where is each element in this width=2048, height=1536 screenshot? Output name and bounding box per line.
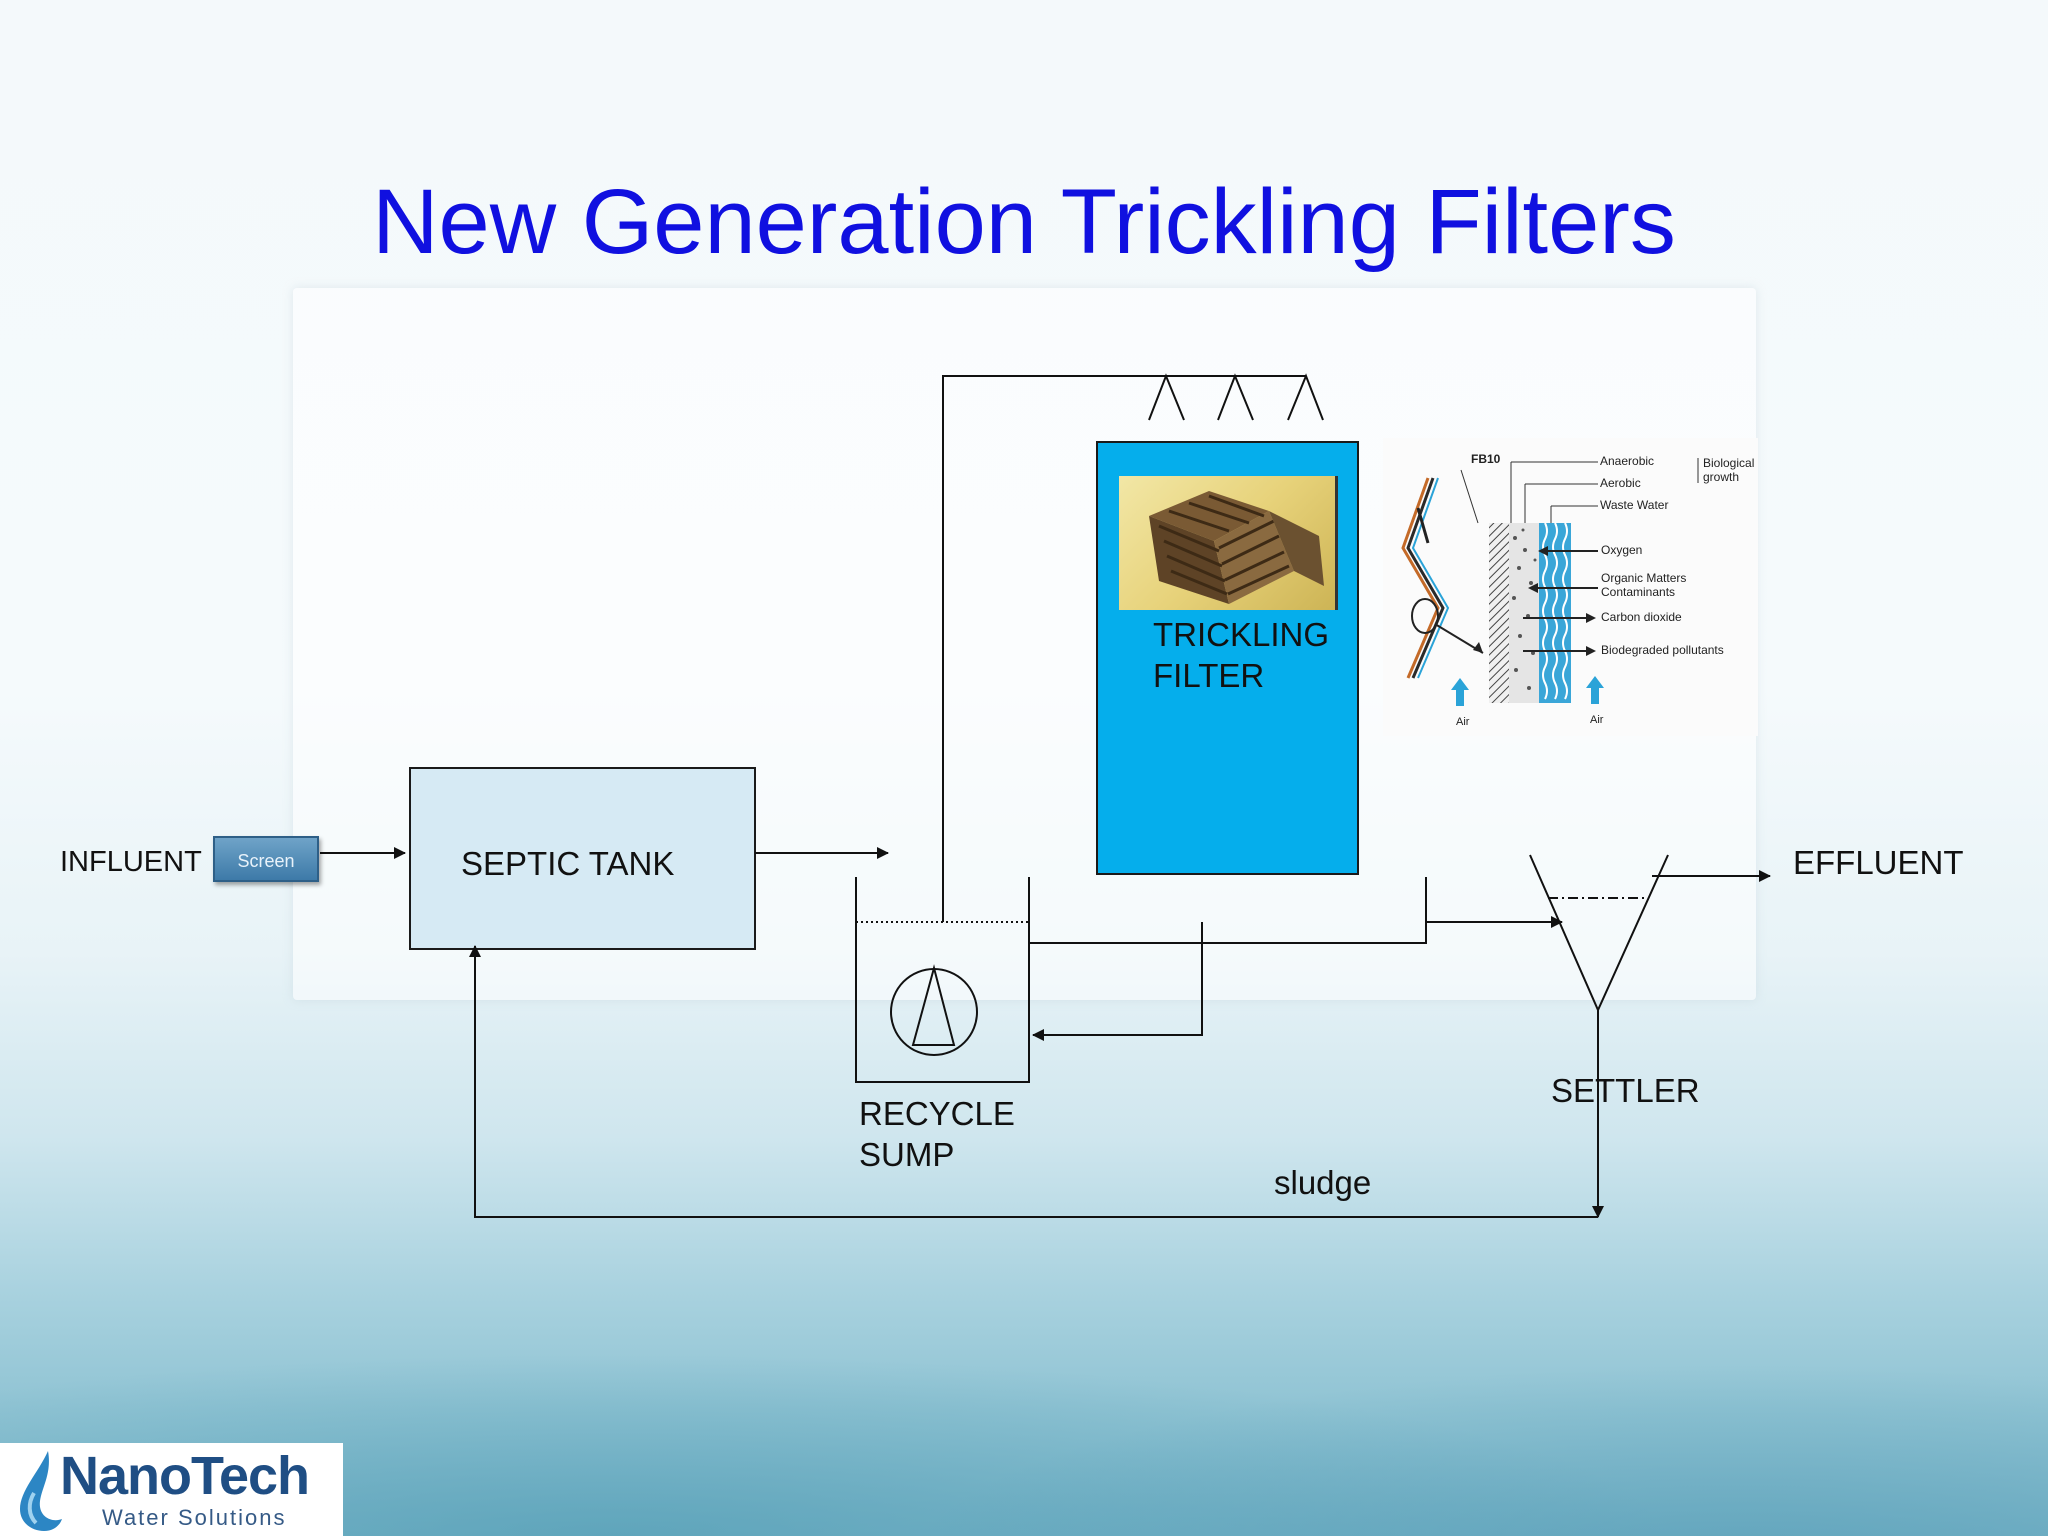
logo-brand: NanoTech [60, 1446, 310, 1506]
recycle-sump-label-1: RECYCLE [859, 1095, 1015, 1132]
settler-label: SETTLER [1551, 1072, 1700, 1109]
septic-tank-box [409, 767, 756, 950]
slide-title: New Generation Trickling Filters [372, 171, 1676, 273]
label-growth: growth [1703, 470, 1740, 484]
trickling-filter-label-1: TRICKLING [1153, 616, 1330, 653]
figure-code: FB10 [1471, 452, 1501, 466]
label-waste-water: Waste Water [1600, 498, 1669, 512]
label-carbon-dioxide: Carbon dioxide [1601, 610, 1682, 624]
sludge-label: sludge [1274, 1164, 1372, 1201]
label-contaminants: Contaminants [1601, 585, 1676, 599]
label-air-right: Air [1590, 714, 1604, 726]
trickling-filter-label-2: FILTER [1153, 657, 1265, 694]
biofilm-mechanism-figure: FB10 Anaerobic Aerobic Waste Water Biolo… [1383, 438, 1758, 736]
effluent-label: EFFLUENT [1793, 844, 1964, 881]
septic-tank-label: SEPTIC TANK [461, 845, 675, 882]
recycle-sump-label-2: SUMP [859, 1136, 955, 1173]
screen-unit: Screen [213, 836, 319, 882]
label-anaerobic: Anaerobic [1600, 454, 1655, 468]
nanotech-logo: NanoTech Water Solutions [0, 1443, 343, 1536]
label-air-left: Air [1456, 716, 1470, 728]
label-biodegraded: Biodegraded pollutants [1601, 643, 1724, 657]
logo-subtitle: Water Solutions [102, 1505, 287, 1530]
label-organic-matters: Organic Matters [1601, 571, 1687, 585]
influent-label: INFLUENT [60, 846, 202, 878]
label-oxygen: Oxygen [1601, 543, 1643, 557]
label-aerobic: Aerobic [1600, 476, 1641, 490]
label-biological: Biological [1703, 456, 1755, 470]
filter-media-photo [1119, 476, 1338, 610]
water-drop-icon [20, 1451, 62, 1531]
